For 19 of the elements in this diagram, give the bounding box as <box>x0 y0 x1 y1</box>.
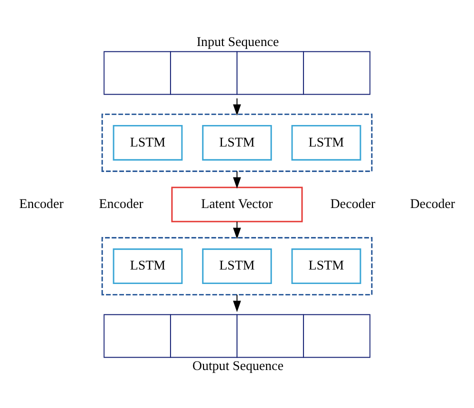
label: Encoder <box>19 196 64 211</box>
node-label: Output Sequence <box>192 357 284 372</box>
label: Decoder <box>330 196 376 211</box>
arrow <box>233 97 241 116</box>
arrow <box>233 220 241 239</box>
node-label: Input Sequence <box>196 34 279 49</box>
cluster <box>101 113 373 172</box>
arrow <box>233 170 241 188</box>
label: Encoder <box>99 196 144 211</box>
node-box: LSTM <box>202 124 272 160</box>
node-box: Latent Vector <box>171 186 303 222</box>
arrow <box>233 294 241 312</box>
node-box: LSTM <box>291 124 362 160</box>
node-box: LSTM <box>291 248 362 284</box>
node-box: LSTM <box>112 124 183 160</box>
cluster <box>101 236 373 295</box>
node-box: LSTM <box>112 248 183 284</box>
node-box: LSTM <box>202 248 272 284</box>
label: Decoder <box>410 196 456 211</box>
